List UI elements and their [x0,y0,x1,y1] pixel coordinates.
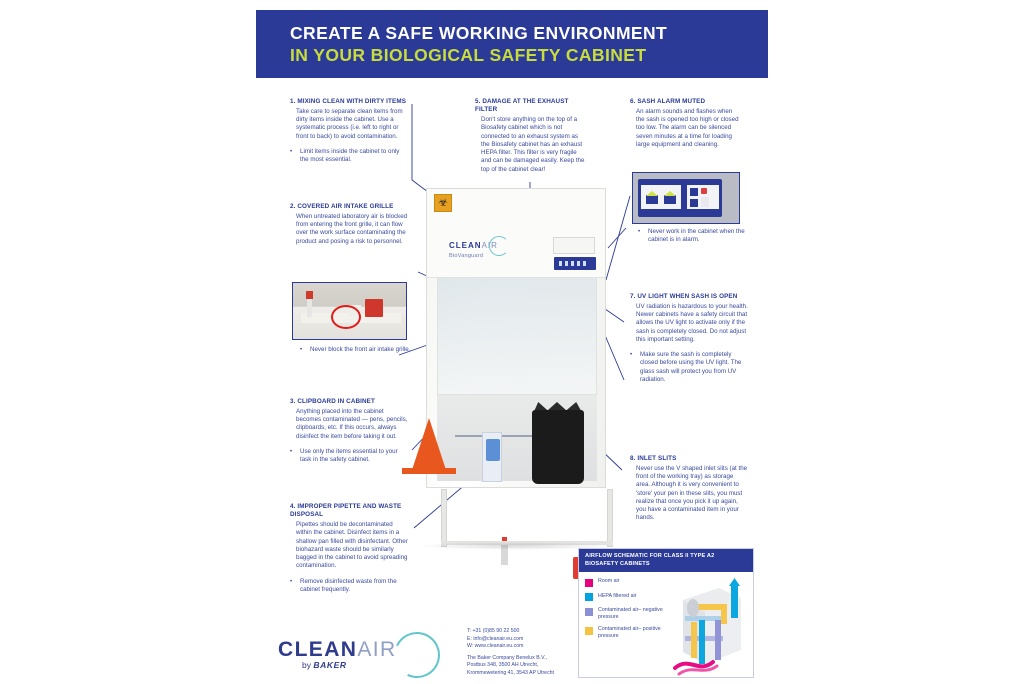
cabinet-shadow [416,542,616,550]
legend-item-room-air: Room air [585,578,673,587]
note-2-bullet: Never block the front air intake grille. [300,346,412,355]
note-8-body: Never use the V shaped inlet slits (at t… [636,464,748,522]
note-4-body: Pipettes should be decontaminated within… [296,520,408,570]
note-2: 2. COVERED AIR INTAKE GRILLE When untrea… [290,203,408,246]
biohazard-waste-bag [532,410,584,484]
header-title-line1: CREATE A SAFE WORKING ENVIRONMENT [290,23,668,43]
note-2-bullet-text: Never block the front air intake grille. [310,346,411,353]
note-6-bullet: Never work in the cabinet when the cabin… [638,228,748,245]
note-6-bullet-block: Never work in the cabinet when the cabin… [638,228,748,245]
footer-logo-baker: BAKER [313,660,347,670]
contact-address-line1: Postbus 348, 3500 AH Utrecht, [467,662,539,669]
note-4-title: 4. IMPROPER PIPETTE AND WASTE DISPOSAL [290,503,402,519]
note-8: 8. INLET SLITS Never use the V shaped in… [630,455,748,523]
note-2-title: 2. COVERED AIR INTAKE GRILLE [290,203,394,210]
photo-control-panel [632,172,740,224]
legend-swatch-positive-pressure [585,626,593,635]
note-4: 4. IMPROPER PIPETTE AND WASTE DISPOSAL P… [290,503,410,594]
safety-cone [412,418,446,470]
note-6: 6. SASH ALARM MUTED An alarm sounds and … [630,98,742,149]
footer-logo-air: AIR [357,638,397,661]
legend-swatch-hepa-air [585,593,593,602]
note-7-body: UV radiation is hazardous to your health… [636,302,748,343]
cabinet-brand-clean: CLEAN [449,241,482,250]
cabinet-upper-panel: ☣ CLEANAIR BioVanguard [427,189,605,278]
legend-label-negative-pressure: Contaminated air– negative pressure [598,607,663,620]
note-3-body: Anything placed into the cabinet becomes… [296,407,408,440]
note-4-bullet: Remove disinfected waste from the cabine… [290,578,410,595]
airflow-legend-box: AIRFLOW SCHEMATIC FOR CLASS II TYPE A2 B… [578,548,754,678]
note-3: 3. CLIPBOARD IN CABINET Anything placed … [290,398,408,464]
biohazard-icon: ☣ [434,194,452,212]
cabinet-control-panel[interactable] [554,257,596,270]
footer-logo: CLEANAIR by BAKER [278,625,447,684]
legend-swatch-negative-pressure [585,607,593,616]
note-5-title: 5. DAMAGE AT THE EXHAUST FILTER [475,98,569,114]
contact-phone: T: +31 (0)85 90 22 500 [467,628,520,634]
note-2-bullet-block: Never block the front air intake grille. [300,346,412,355]
legend-label-positive-pressure: Contaminated air– positive pressure [598,626,661,639]
note-7-bullet-text: Make sure the sash is completely closed … [640,351,742,384]
cabinet-glass-sash [437,277,597,395]
cabinet-model-label: BioVanguard [449,253,484,259]
header-banner: CREATE A SAFE WORKING ENVIRONMENT IN YOU… [256,10,768,78]
note-1: 1. MIXING CLEAN WITH DIRTY ITEMS Take ca… [290,98,408,164]
footer-contact-block: T: +31 (0)85 90 22 500 E: info@cleanair.… [467,628,587,678]
footer-logo-clean: CLEAN [278,638,358,661]
footer-logo-ring-icon [387,625,447,684]
note-3-bullet-text: Use only the items essential to your tas… [300,447,398,464]
note-7-title: 7. UV LIGHT WHEN SASH IS OPEN [630,293,738,300]
note-1-bullet: Limit items inside the cabinet to only t… [290,148,408,165]
note-3-title: 3. CLIPBOARD IN CABINET [290,398,375,405]
cabinet-spec-sticker [553,237,595,254]
legend-item-negative-pressure: Contaminated air– negative pressure [585,607,673,620]
note-1-body: Take care to separate clean items from d… [296,107,403,140]
contact-website[interactable]: W: www.cleanair.eu.com [467,643,524,650]
airflow-legend-title: AIRFLOW SCHEMATIC FOR CLASS II TYPE A2 B… [579,549,753,573]
note-7: 7. UV LIGHT WHEN SASH IS OPEN UV radiati… [630,293,748,384]
photo-air-intake-grille [292,282,407,340]
note-1-bullet-text: Limit items inside the cabinet to only t… [300,147,400,164]
note-3-bullet: Use only the items essential to your tas… [290,448,408,465]
note-6-body: An alarm sounds and flashes when the sas… [636,107,739,148]
safety-cone-base [402,468,456,474]
footer-logo-byline: by BAKER [302,660,347,670]
spray-bottle [501,537,508,565]
airflow-legend-items: Room air HEPA filtered air Contaminated … [585,578,673,676]
airflow-schematic-diagram [673,578,747,676]
note-6-bullet-text: Never work in the cabinet when the cabin… [648,228,745,244]
contact-email[interactable]: E: info@cleanair.eu.com [467,635,524,642]
footer-logo-by: by [302,660,311,670]
note-6-title: 6. SASH ALARM MUTED [630,98,706,105]
cabinet-stand [441,489,613,547]
header-title-line2: IN YOUR BIOLOGICAL SAFETY CABINET [290,45,647,65]
note-1-title: 1. MIXING CLEAN WITH DIRTY ITEMS [290,98,407,105]
contact-company: The Baker Company Benelux B.V., [467,654,547,661]
note-2-body: When untreated laboratory air is blocked… [296,212,408,245]
note-7-bullet: Make sure the sash is completely closed … [630,351,748,384]
legend-label-hepa-air: HEPA filtered air [598,592,637,599]
footer-logo-wordmark: CLEANAIR [278,638,397,662]
note-4-bullet-text: Remove disinfected waste from the cabine… [300,577,397,593]
note-5-body: Don't store anything on the top of a Bio… [481,115,585,173]
legend-item-positive-pressure: Contaminated air– positive pressure [585,626,673,639]
contact-address-line2: Krommewetering 41, 3543 AP Utrecht [467,669,554,676]
note-8-title: 8. INLET SLITS [630,455,677,462]
biosafety-cabinet-illustration: ☣ CLEANAIR BioVanguard [402,188,616,579]
blue-waste-bin [482,432,502,482]
legend-swatch-room-air [585,578,593,587]
note-5: 5. DAMAGE AT THE EXHAUST FILTER Don't st… [475,98,585,174]
cabinet-logo-ring-icon [489,236,509,256]
legend-label-room-air: Room air [598,578,620,585]
legend-item-hepa-air: HEPA filtered air [585,593,673,602]
